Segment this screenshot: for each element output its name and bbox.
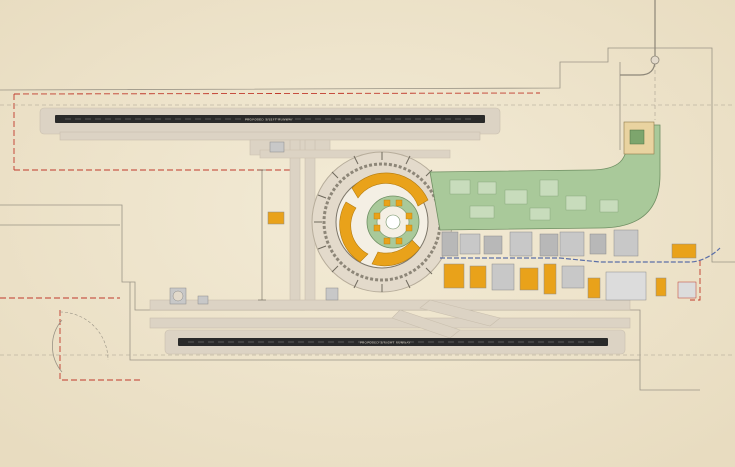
runway-south: PROPOSED 3/RIGHT RUNWAY	[178, 338, 608, 346]
property-line	[0, 92, 701, 381]
runway-north-label: PROPOSED 3/LEFT RUNWAY	[245, 118, 293, 122]
terminal-concourse-west	[339, 201, 369, 263]
main-access-road	[440, 247, 721, 263]
landside-buildings	[441, 229, 697, 301]
clear-zone-arc-2	[59, 311, 109, 361]
west-facilities	[169, 141, 339, 305]
runway-south-label: PROPOSED 3/RIGHT RUNWAY	[360, 341, 411, 345]
landside-green-zone	[429, 121, 661, 231]
site-boundary	[0, 47, 735, 391]
ils-markers	[258, 169, 266, 301]
terminal-complex	[311, 151, 453, 293]
gate-stands	[314, 152, 433, 292]
terminal-concourse-south	[371, 239, 421, 267]
terminal-concourse	[351, 172, 429, 207]
runway-north: PROPOSED 3/LEFT RUNWAY	[55, 115, 485, 123]
clear-zone-arc	[52, 319, 63, 373]
south-airfield-pavement	[149, 299, 631, 355]
